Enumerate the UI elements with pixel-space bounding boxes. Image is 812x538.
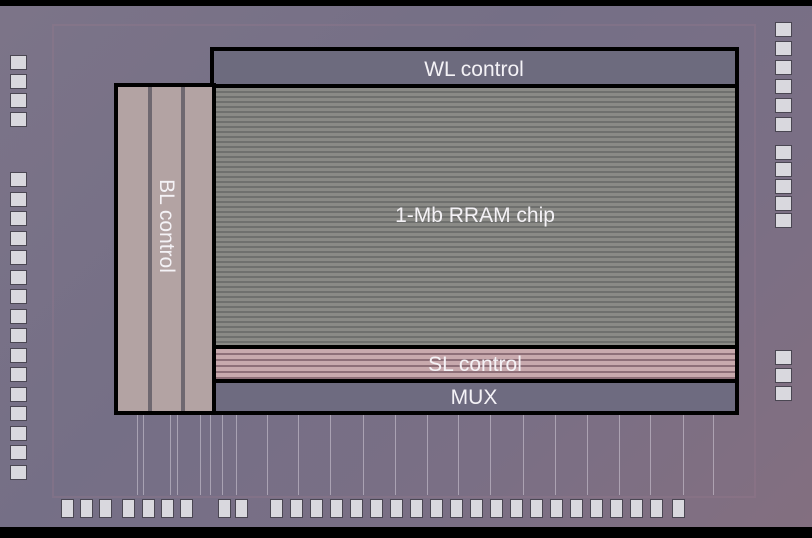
bond-pad [490, 499, 503, 518]
metal-trace [330, 415, 331, 495]
metal-trace [236, 415, 237, 495]
bond-pad [290, 499, 303, 518]
bond-pad [10, 112, 27, 127]
metal-trace [650, 415, 651, 495]
bond-pad [590, 499, 603, 518]
metal-trace [587, 415, 588, 495]
mux-block [212, 379, 739, 415]
bond-pad [330, 499, 343, 518]
metal-trace [177, 415, 178, 495]
metal-trace [200, 415, 201, 495]
metal-trace [458, 415, 459, 495]
wl-control-block [210, 47, 739, 88]
bond-pad [10, 74, 27, 89]
bond-pad [370, 499, 383, 518]
metal-trace [555, 415, 556, 495]
metal-trace [210, 415, 211, 495]
bond-pad [10, 445, 27, 460]
sl-control-label: SL control [428, 353, 522, 376]
metal-trace [395, 415, 396, 495]
bond-pad [10, 425, 27, 441]
bond-pad [650, 499, 663, 518]
metal-trace [713, 415, 714, 495]
bond-pad [161, 499, 174, 518]
bond-pad [218, 499, 231, 518]
metal-trace [298, 415, 299, 495]
bond-pad [270, 499, 283, 518]
bond-pad [775, 79, 792, 94]
metal-trace [523, 415, 524, 495]
bond-pad [61, 499, 74, 518]
bond-pad [10, 211, 27, 226]
bond-pad [775, 196, 792, 211]
metal-trace [363, 415, 364, 495]
bond-pad [630, 499, 643, 518]
metal-trace [143, 415, 144, 495]
bond-pad [10, 93, 27, 108]
bond-pad [10, 191, 27, 207]
bond-pad [10, 308, 27, 324]
metal-trace [619, 415, 620, 495]
bond-pad [310, 499, 323, 518]
metal-trace [490, 415, 491, 495]
bond-pad [350, 499, 363, 518]
bond-pad [775, 368, 792, 383]
bond-pad [10, 367, 27, 382]
metal-trace [137, 415, 138, 495]
bond-pad [390, 499, 403, 518]
bond-pad [510, 499, 523, 518]
mux-label: MUX [450, 386, 498, 409]
bl-control-label: BL control [155, 179, 178, 273]
metal-trace [267, 415, 268, 495]
bond-pad [470, 499, 483, 518]
bond-pad [142, 499, 155, 518]
bond-pad [10, 289, 27, 304]
bond-pad [775, 350, 792, 365]
bond-pad [10, 55, 27, 70]
metal-trace [427, 415, 428, 495]
bond-pad [775, 145, 792, 160]
bond-pad [430, 499, 443, 518]
bond-pad [410, 499, 423, 518]
bond-pad [80, 499, 93, 518]
bond-pad [775, 213, 792, 228]
bond-pad [10, 250, 27, 265]
bond-pad [775, 117, 792, 132]
bond-pad [550, 499, 563, 518]
metal-trace [170, 415, 171, 495]
wl-control-label: WL control [424, 58, 524, 81]
bond-pad [10, 464, 27, 480]
bond-pad [775, 162, 792, 177]
bond-pad [10, 406, 27, 421]
bond-pad [10, 269, 27, 285]
bond-pad [775, 22, 792, 37]
bond-pad [10, 230, 27, 246]
bond-pad [235, 499, 248, 518]
bond-pad [775, 98, 792, 113]
bond-pad [775, 179, 792, 194]
bond-pad [10, 328, 27, 343]
bond-pad [775, 41, 792, 56]
bond-pad [180, 499, 193, 518]
bond-pad [570, 499, 583, 518]
bond-pad [10, 386, 27, 402]
bond-pad [610, 499, 623, 518]
array-label: 1-Mb RRAM chip [395, 204, 555, 227]
bond-pad [10, 172, 27, 187]
metal-trace [222, 415, 223, 495]
metal-trace [683, 415, 684, 495]
bond-pad [99, 499, 112, 518]
die-seal-ring [52, 24, 756, 498]
bond-pad [10, 347, 27, 363]
bl-divider [181, 87, 185, 411]
bl-divider [148, 87, 152, 411]
bond-pad [672, 499, 685, 518]
bond-pad [775, 60, 792, 75]
bond-pad [775, 386, 792, 401]
bond-pad [530, 499, 543, 518]
bl-control-block [114, 83, 216, 415]
bond-pad [450, 499, 463, 518]
bond-pad [122, 499, 135, 518]
